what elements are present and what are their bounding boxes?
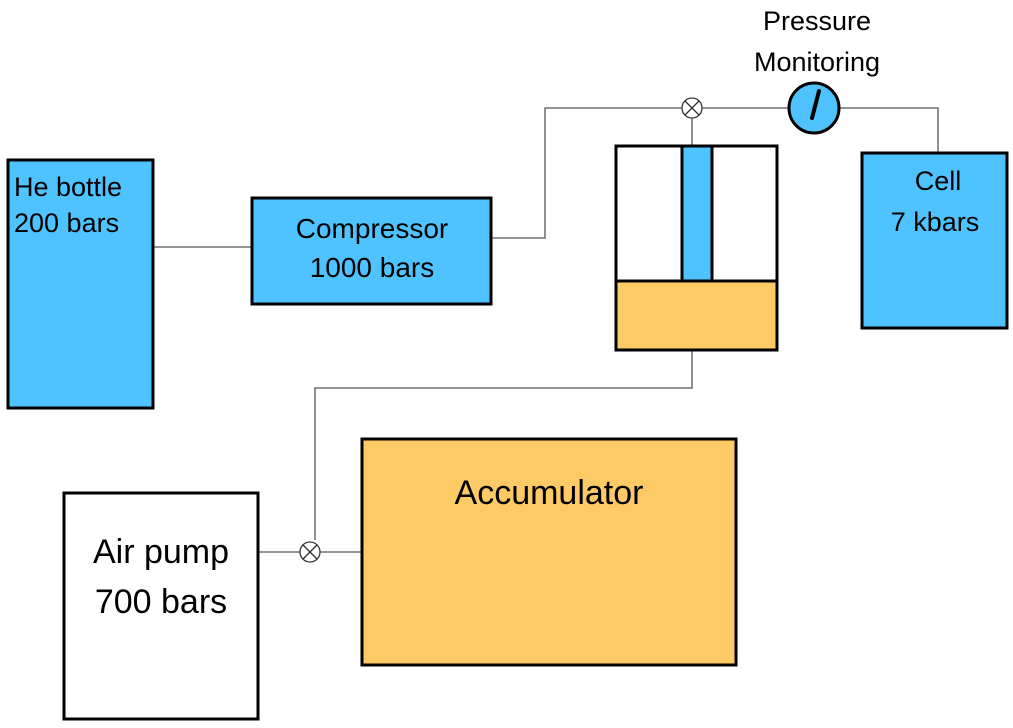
cell-label-line1: Cell [915, 166, 962, 196]
pipe-compressor-to-valve [491, 107, 682, 239]
compressor-body [250, 196, 493, 306]
pressure-gauge-icon [787, 81, 841, 135]
cell: Cell 7 kbars [860, 151, 1009, 330]
valve-icon [681, 97, 703, 119]
accumulator-label: Accumulator [455, 474, 644, 512]
cell-label-line2: 7 kbars [891, 207, 980, 237]
valve-icon [299, 541, 321, 563]
compressor-label-line1: Compressor [296, 213, 448, 244]
pressure-monitoring-label-line1: Pressure [763, 6, 871, 36]
accumulator-body [360, 437, 738, 667]
piston-lower-chamber [614, 279, 779, 352]
air-pump-label-line2: 700 bars [95, 583, 227, 621]
cell-body [860, 151, 1009, 330]
compressor: Compressor 1000 bars [250, 196, 493, 306]
piston-rod [680, 144, 714, 283]
he-bottle: He bottle 200 bars [6, 158, 155, 410]
air-pump-label-line1: Air pump [93, 533, 229, 571]
accumulator: Accumulator [360, 437, 738, 667]
air-pump-body [62, 491, 260, 721]
he-bottle-label-line2: 200 bars [14, 208, 119, 238]
pressure-monitoring-label-line2: Monitoring [754, 47, 880, 77]
air-pump: Air pump 700 bars [62, 491, 260, 721]
compressor-label-line2: 1000 bars [310, 252, 435, 283]
pipe-piston-to-valve [314, 350, 693, 540]
he-bottle-label-line1: He bottle [14, 172, 122, 202]
intensifier-piston-icon [614, 144, 779, 352]
pipe-gauge-to-cell [840, 107, 939, 153]
pipes [153, 107, 939, 553]
he-bottle-body [6, 158, 155, 410]
